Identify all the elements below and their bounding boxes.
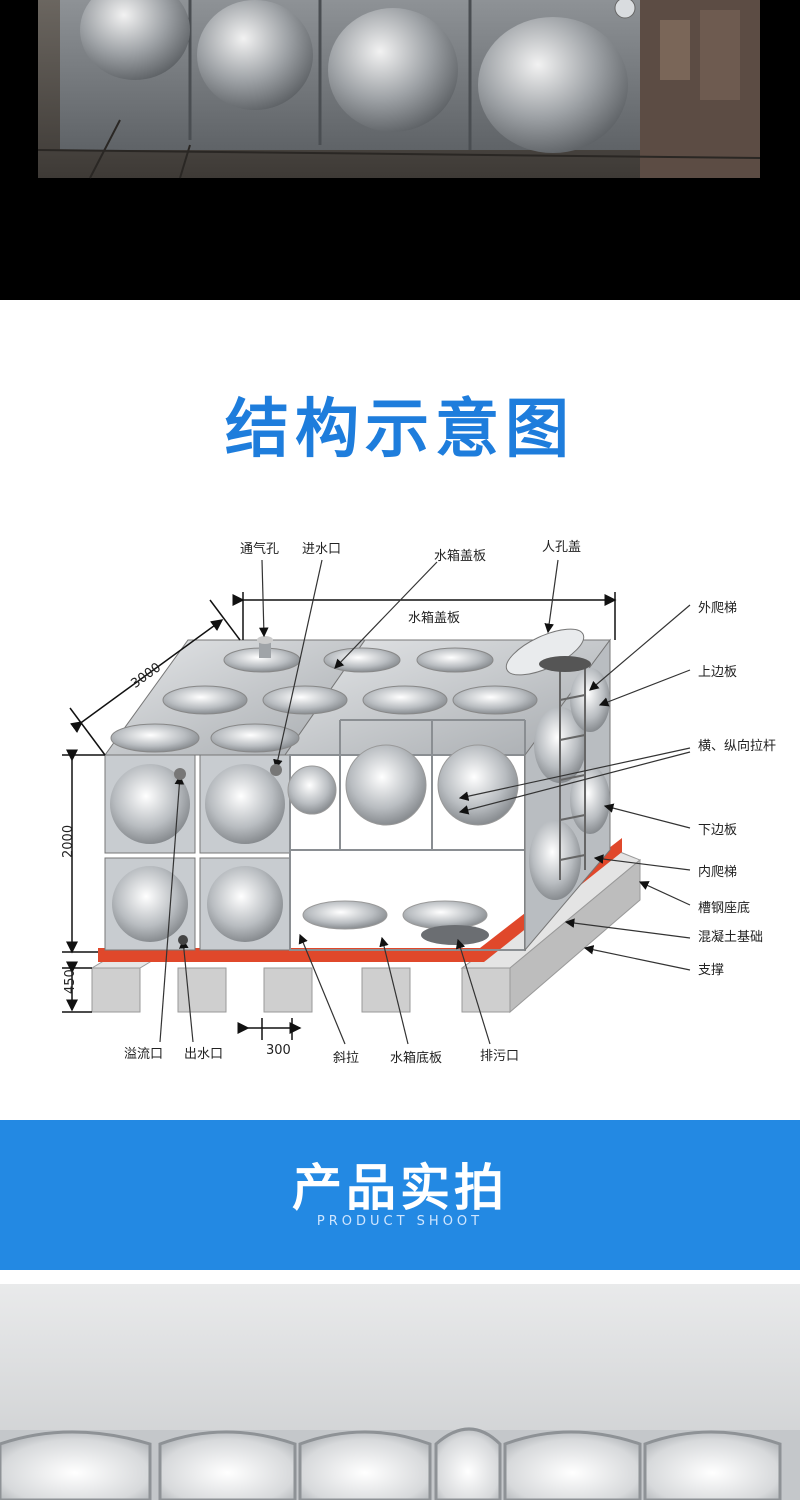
dim-gap: 300 xyxy=(266,1043,291,1058)
label-concrete-foundation: 混凝土基础 xyxy=(698,929,763,945)
label-manhole-cover: 人孔盖 xyxy=(542,540,581,555)
banner-title: 产品实拍 xyxy=(292,1159,508,1217)
label-overflow: 溢流口 xyxy=(124,1047,163,1062)
label-vent-hole: 通气孔 xyxy=(240,541,279,557)
structure-diagram: 通气孔 进水口 水箱盖板 人孔盖 水箱盖板 外爬梯 上边板 横、纵向拉杆 下边板… xyxy=(0,520,800,1090)
label-drain: 排污口 xyxy=(480,1049,519,1064)
label-inlet: 进水口 xyxy=(302,542,341,557)
label-outer-ladder: 外爬梯 xyxy=(698,601,737,616)
label-outlet: 出水口 xyxy=(184,1047,223,1062)
label-upper-edge-plate: 上边板 xyxy=(698,665,737,680)
label-cover-plate-top: 水箱盖板 xyxy=(434,548,486,564)
structure-diagram-title: 结构示意图 xyxy=(225,393,575,467)
label-lower-edge-plate: 下边板 xyxy=(698,823,737,838)
label-support: 支撑 xyxy=(698,963,724,978)
label-channel-base: 槽钢座底 xyxy=(698,900,750,916)
label-diagonal-brace: 斜拉 xyxy=(333,1051,359,1066)
label-cover-plate: 水箱盖板 xyxy=(408,610,460,626)
label-tie-rods: 横、纵向拉杆 xyxy=(698,738,776,754)
banner-subtitle: PRODUCT SHOOT xyxy=(316,1214,484,1229)
top-product-photo xyxy=(0,0,800,300)
dim-foundation-height: 450 xyxy=(63,969,78,994)
label-bottom-plate: 水箱底板 xyxy=(390,1050,442,1066)
dim-height: 2000 xyxy=(61,825,76,858)
label-inner-ladder: 内爬梯 xyxy=(698,864,737,880)
product-shoot-banner xyxy=(0,1120,800,1270)
bottom-product-photo xyxy=(0,1284,800,1500)
